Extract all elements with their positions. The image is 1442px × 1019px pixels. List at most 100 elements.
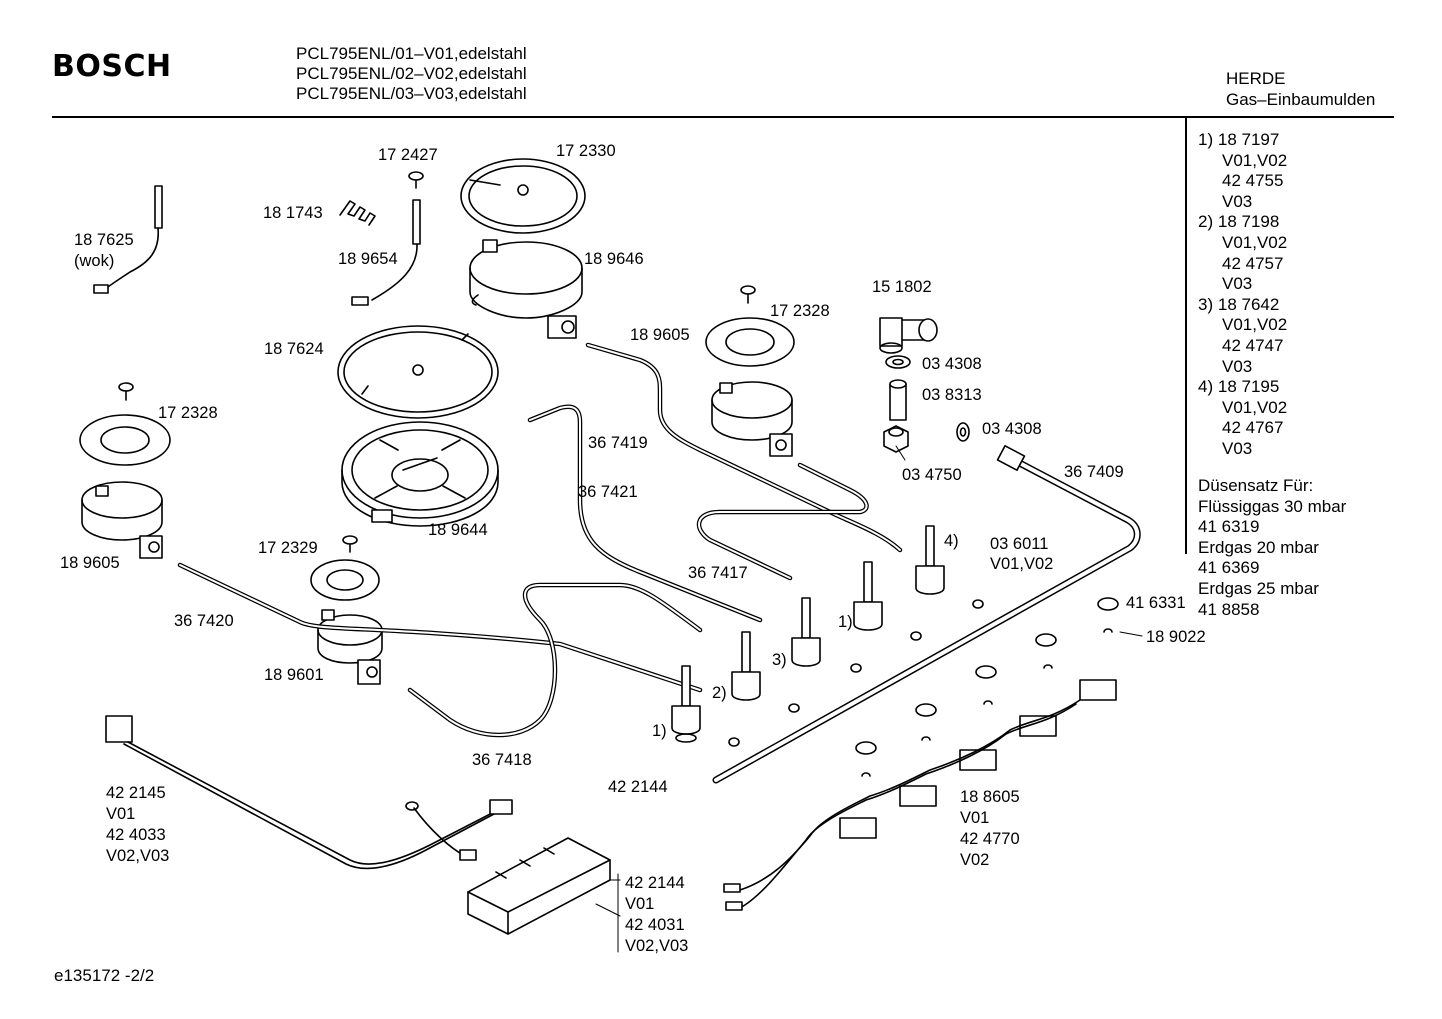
label: 1) (652, 722, 667, 740)
ignition-caps (855, 597, 1119, 777)
label: 15 1802 (872, 278, 932, 296)
model-line: PCL795ENL/03–V03,edelstahl (296, 84, 527, 103)
gas-line-367417 (697, 462, 869, 581)
label: 18 9605 (60, 554, 120, 572)
subcategory: Gas–Einbaumulden (1226, 90, 1376, 109)
label: V02,V03 (106, 847, 169, 865)
electrode-part (351, 199, 421, 306)
label: 18 7624 (264, 340, 324, 358)
burner-housing-189601 (317, 609, 383, 685)
label: 18 7625 (74, 231, 134, 249)
burner-housing-189646 (469, 239, 583, 339)
label: 36 7420 (174, 612, 234, 630)
label: 18 8605 (960, 788, 1020, 806)
label: 1) (838, 613, 853, 631)
label: 03 8313 (922, 386, 982, 404)
valve-3 (791, 597, 821, 667)
clip-part (339, 200, 376, 226)
label: 03 4308 (982, 420, 1042, 438)
note-2: 2) 18 7198 V01,V02 42 4757 V03 (1198, 212, 1288, 294)
label: 36 7418 (472, 751, 532, 769)
ignition-chain-188605 (723, 679, 1117, 911)
gasket-187624 (337, 325, 499, 419)
nut-034750 (883, 425, 909, 453)
label: 4) (944, 532, 959, 550)
label: (wok) (74, 252, 114, 270)
label: 18 9022 (1146, 628, 1206, 646)
burner-housing-right (711, 381, 793, 457)
note-4: 4) 18 7195 V01,V02 42 4767 V03 (1198, 377, 1288, 458)
model-line: PCL795ENL/01–V01,edelstahl (296, 44, 527, 63)
label: 03 6011 (990, 535, 1048, 553)
label: 42 2145 (106, 784, 166, 802)
ignition-module-422144 (467, 837, 611, 935)
label: 18 9654 (338, 250, 398, 268)
callouts: 18 7625 (wok) 18 1743 17 2427 18 9654 17… (60, 142, 1206, 955)
gasket-right (705, 317, 795, 367)
valve-1b (853, 561, 883, 631)
leader-lines (595, 445, 1143, 953)
valve-2 (731, 631, 761, 701)
header-divider (52, 116, 1394, 118)
label: V01 (960, 809, 989, 827)
main-pipe-367409 (712, 444, 1141, 784)
label: V02,V03 (625, 937, 688, 955)
note-1: 1) 18 7197 V01,V02 42 4755 V03 (1198, 130, 1288, 211)
label: 17 2330 (556, 142, 616, 160)
screw-part (408, 171, 424, 189)
burner-housing-left (81, 481, 163, 559)
label: 18 9644 (428, 521, 488, 539)
label: 36 7419 (588, 434, 648, 452)
brand-logo: BOSCH (52, 49, 172, 84)
label: 3) (772, 651, 787, 669)
category: HERDE (1226, 69, 1286, 88)
gasket-172329 (310, 559, 380, 601)
model-line: PCL795ENL/02–V02,edelstahl (296, 64, 527, 83)
label: 42 4031 (625, 916, 685, 934)
label: 2) (712, 684, 727, 702)
label: 17 2328 (158, 404, 218, 422)
label: 18 9605 (630, 326, 690, 344)
notes-divider (1185, 118, 1187, 554)
small-rings (728, 599, 984, 747)
valve-4 (915, 525, 945, 595)
drawing-id: e135172 -2/2 (54, 966, 155, 985)
label: 36 7421 (578, 483, 638, 501)
screw-left (118, 382, 134, 401)
label: 42 2144 (625, 874, 685, 892)
nozzle-set: Düsensatz Für: Flüssiggas 30 mbar 41 631… (1198, 476, 1347, 619)
gasket-left (79, 414, 171, 466)
label: 03 4308 (922, 355, 982, 373)
cable-422145 (105, 715, 513, 870)
label: 42 4770 (960, 830, 1020, 848)
model-list: PCL795ENL/01–V01,edelstahl PCL795ENL/02–… (296, 44, 527, 104)
note-3: 3) 18 7642 V01,V02 42 4747 V03 (1198, 294, 1288, 376)
label: 41 6331 (1126, 594, 1186, 612)
elbow-151802 (879, 317, 938, 354)
washer-034308b (956, 422, 970, 442)
label: V02 (960, 851, 989, 869)
label: V01,V02 (990, 555, 1053, 573)
label: 42 4033 (106, 826, 166, 844)
label: 36 7409 (1064, 463, 1124, 481)
label: 17 2328 (770, 302, 830, 320)
label: 18 9601 (264, 666, 324, 684)
label: 36 7417 (688, 564, 748, 582)
screw-172329 (342, 535, 358, 553)
footnotes: 1) 18 7197 V01,V02 42 4755 V03 2) 18 719… (1198, 130, 1287, 460)
valve-1a (671, 665, 701, 743)
label: 18 1743 (263, 204, 323, 222)
label: 18 9646 (584, 250, 644, 268)
nipple-038313 (889, 379, 907, 421)
wok-electrode (93, 185, 163, 294)
label: 03 4750 (902, 466, 962, 484)
label: 42 2144 (608, 778, 668, 796)
label: V01 (625, 895, 654, 913)
label: 17 2427 (378, 146, 438, 164)
label: V01 (106, 805, 135, 823)
washer-034308a (885, 355, 911, 369)
category-block: HERDE Gas–Einbaumulden (1226, 68, 1375, 110)
label: 17 2329 (258, 539, 318, 557)
wok-burner-189644 (341, 421, 499, 527)
